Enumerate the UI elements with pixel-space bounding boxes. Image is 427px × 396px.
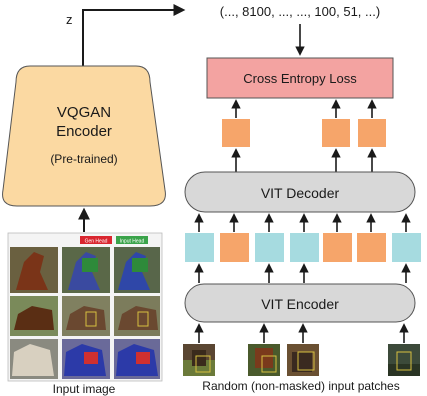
mid-token-orange [220, 233, 249, 262]
patch-up-arrows [194, 323, 409, 343]
vqgan-subtitle: (Pre-trained) [50, 152, 117, 166]
vit-decoder-box [184, 171, 416, 213]
input-patch [183, 344, 215, 376]
input-patch [287, 344, 319, 376]
vit-encoder-label: VIT Encoder [261, 296, 339, 312]
encoder-to-tokens-arrow [82, 4, 186, 66]
cross-entropy-loss-box [206, 57, 394, 99]
encoder-up-arrows [194, 263, 411, 283]
vqgan-encoder-shape [2, 65, 166, 207]
vit-decoder-label: VIT Decoder [261, 185, 340, 201]
patches-label: Random (non-masked) input patches [202, 379, 399, 393]
cross-entropy-loss-label: Cross Entropy Loss [243, 71, 357, 86]
output-token [222, 119, 250, 147]
mid-token-cyan [290, 233, 319, 262]
vqgan-title-line2: Encoder [56, 123, 112, 140]
input-patch [388, 344, 420, 376]
gen-head-badge-text: Gen Head [85, 239, 108, 245]
output-token [322, 119, 350, 147]
mid-token-cyan [255, 233, 284, 262]
output-token [358, 119, 386, 147]
vqgan-title-line1: VQGAN [57, 104, 111, 121]
mid-token-orange [323, 233, 352, 262]
input-head-badge [116, 236, 148, 244]
token-sequence: (..., 8100, ..., ..., 100, 51, ...) [220, 4, 380, 19]
mid-token-cyan [392, 233, 421, 262]
z-label: z [66, 12, 73, 27]
mid-token-up-arrows [194, 213, 411, 232]
input-image-grid: Gen Head Input Head [7, 232, 163, 382]
gen-head-badge [80, 236, 112, 244]
vit-encoder-box [184, 283, 416, 323]
input-image-label: Input image [53, 382, 116, 396]
mid-token-cyan [185, 233, 214, 262]
mid-token-orange [357, 233, 386, 262]
input-patch [248, 344, 280, 376]
input-head-badge-text: Input Head [120, 239, 145, 245]
